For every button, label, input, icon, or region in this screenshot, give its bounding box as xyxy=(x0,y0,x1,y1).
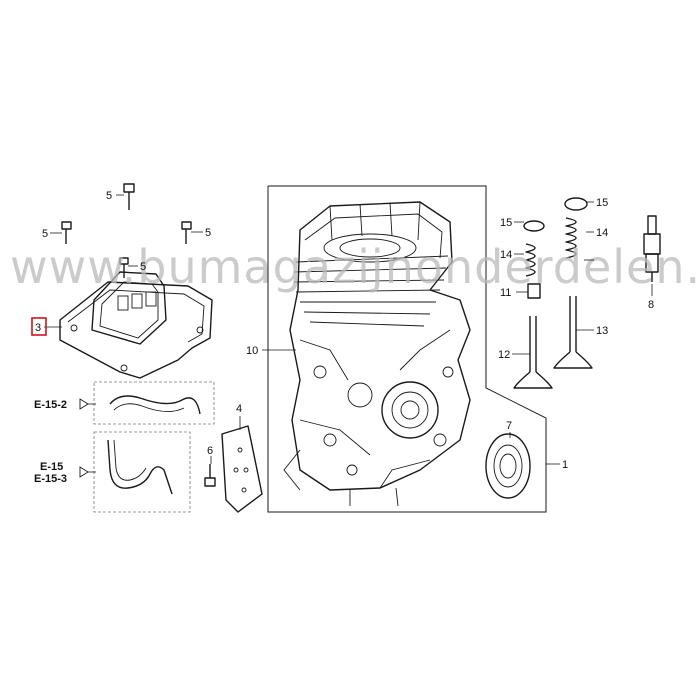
ref-arrow-e15 xyxy=(79,466,96,478)
bolt-left xyxy=(61,221,72,244)
callout-12[interactable]: 12 xyxy=(498,349,510,361)
watermark: www.bumagazijnonderdelen.nl xyxy=(10,240,700,294)
callout-8[interactable]: 8 xyxy=(648,299,654,311)
callout-7[interactable]: 7 xyxy=(506,420,512,432)
callout-5-left[interactable]: 5 xyxy=(42,228,48,240)
stem-seal-left xyxy=(527,283,541,299)
valve-cover xyxy=(59,271,213,379)
highlight-box-3 xyxy=(31,317,47,336)
callout-14-left[interactable]: 14 xyxy=(500,249,512,261)
callout-6[interactable]: 6 xyxy=(207,445,213,457)
callout-5-right[interactable]: 5 xyxy=(205,227,211,239)
callout-1[interactable]: 1 xyxy=(562,459,568,471)
ref-e15[interactable]: E-15 xyxy=(40,461,63,473)
oil-seal xyxy=(485,433,531,499)
callout-3[interactable]: 3 xyxy=(35,322,41,334)
breather-tube-lower xyxy=(107,439,173,495)
valve-spring-right xyxy=(565,217,577,259)
ref-arrow-e15-2 xyxy=(79,398,96,410)
callout-4[interactable]: 4 xyxy=(236,403,242,415)
bolt-6 xyxy=(204,464,216,487)
callout-11[interactable]: 11 xyxy=(500,287,511,299)
callout-10[interactable]: 10 xyxy=(246,345,258,357)
callout-13[interactable]: 13 xyxy=(596,325,608,337)
callout-15-left[interactable]: 15 xyxy=(500,217,512,229)
block-frame xyxy=(267,185,547,513)
valve-13 xyxy=(553,296,593,369)
breather-tube-upper xyxy=(109,395,201,415)
leader-lines xyxy=(44,194,653,465)
cylinder-block xyxy=(283,201,471,507)
ref-e15-2[interactable]: E-15-2 xyxy=(34,399,67,411)
valve-retainer-left xyxy=(523,220,545,232)
gasket-plate xyxy=(221,425,263,513)
callout-15-right[interactable]: 15 xyxy=(596,197,608,209)
valve-spring-left xyxy=(525,243,536,277)
bolt-mid xyxy=(119,257,129,278)
ref-e15-3[interactable]: E-15-3 xyxy=(34,473,67,485)
tube-box-upper xyxy=(93,381,215,425)
bolt-top xyxy=(123,183,135,210)
valve-12 xyxy=(513,316,553,389)
callout-14-right[interactable]: 14 xyxy=(596,227,608,239)
callout-5-mid[interactable]: 5 xyxy=(140,261,146,273)
bolt-right xyxy=(181,221,192,244)
callout-5-top[interactable]: 5 xyxy=(106,190,112,202)
spark-plug xyxy=(643,215,661,282)
valve-retainer-right xyxy=(564,197,588,211)
